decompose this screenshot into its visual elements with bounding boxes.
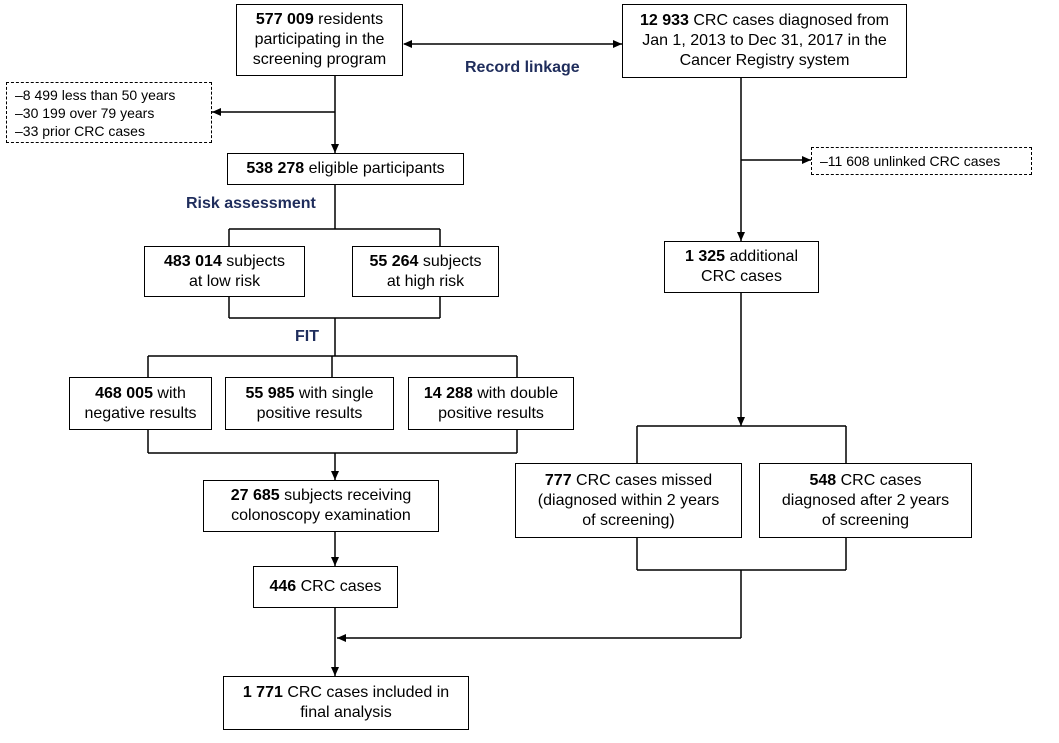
registry-line3: Cancer Registry system xyxy=(679,52,850,69)
risk-assessment-label: Risk assessment xyxy=(186,195,316,212)
additional-count: 1 325 xyxy=(685,248,726,265)
additional-box: 1 325 additional CRC cases xyxy=(664,241,819,293)
residents-text: residents xyxy=(313,11,384,28)
single-positive-box: 55 985 with single positive results xyxy=(225,377,394,430)
double-positive-count: 14 288 xyxy=(423,384,473,402)
colonoscopy-line2: colonoscopy examination xyxy=(231,507,411,524)
final-analysis-box: 1 771 CRC cases included in final analys… xyxy=(223,676,469,730)
negative-count: 468 005 xyxy=(95,384,153,402)
low-risk-line2: at low risk xyxy=(188,272,261,290)
missed-box: 777 CRC cases missed (diagnosed within 2… xyxy=(515,463,742,538)
eligible-text: eligible participants xyxy=(304,160,445,177)
crc-446-text: CRC cases xyxy=(296,578,382,595)
additional-text: additional xyxy=(725,248,798,265)
double-positive-line2: positive results xyxy=(438,404,544,422)
after-2-years-text: CRC cases xyxy=(836,471,922,489)
negative-line2: negative results xyxy=(84,404,197,422)
record-linkage-label: Record linkage xyxy=(465,59,580,76)
crc-446-count: 446 xyxy=(269,578,297,595)
missed-line3: of screening) xyxy=(582,511,675,529)
eligible-box: 538 278 eligible participants xyxy=(227,153,464,185)
after-2-years-line2: diagnosed after 2 years xyxy=(781,491,950,509)
unlinked-box: –11 608 unlinked CRC cases xyxy=(811,147,1032,175)
high-risk-count: 55 264 xyxy=(369,252,419,270)
low-risk-text: subjects xyxy=(221,252,285,270)
single-positive-text: with single xyxy=(294,384,374,402)
registry-text: CRC cases diagnosed from xyxy=(688,12,890,29)
exclusion-age-over-79: –30 199 over 79 years xyxy=(15,104,155,121)
residents-box: 577 009 residents participating in the s… xyxy=(236,4,403,76)
negative-box: 468 005 with negative results xyxy=(69,377,212,430)
colonoscopy-count: 27 685 xyxy=(230,487,280,504)
high-risk-text: subjects xyxy=(418,252,482,270)
additional-line2: CRC cases xyxy=(701,268,782,285)
residents-line3: screening program xyxy=(252,51,387,68)
low-risk-count: 483 014 xyxy=(164,252,222,270)
single-positive-line2: positive results xyxy=(256,404,363,422)
final-text: CRC cases included in xyxy=(282,684,450,701)
registry-box: 12 933 CRC cases diagnosed from Jan 1, 2… xyxy=(622,4,907,78)
after-2-years-box: 548 CRC cases diagnosed after 2 years of… xyxy=(759,463,972,538)
residents-line2: participating in the xyxy=(254,31,385,48)
exclusion-age-under-50: –8 499 less than 50 years xyxy=(15,86,176,103)
exclusions-box: –8 499 less than 50 years –30 199 over 7… xyxy=(6,82,212,143)
after-2-years-line3: of screening xyxy=(821,511,910,529)
residents-count: 577 009 xyxy=(255,11,314,28)
final-line2: final analysis xyxy=(300,704,392,721)
colonoscopy-box: 27 685 subjects receiving colonoscopy ex… xyxy=(203,480,439,532)
colonoscopy-text: subjects receiving xyxy=(279,487,412,504)
single-positive-count: 55 985 xyxy=(245,384,295,402)
double-positive-box: 14 288 with double positive results xyxy=(408,377,574,430)
high-risk-line2: at high risk xyxy=(386,272,465,290)
missed-line2: (diagnosed within 2 years xyxy=(537,491,720,509)
after-2-years-count: 548 xyxy=(809,471,837,489)
double-positive-text: with double xyxy=(472,384,559,402)
negative-text: with xyxy=(152,384,186,402)
fit-label: FIT xyxy=(295,328,319,345)
final-count: 1 771 xyxy=(242,684,283,701)
missed-text: CRC cases missed xyxy=(571,471,713,489)
low-risk-box: 483 014 subjects at low risk xyxy=(144,246,305,297)
exclusion-prior-crc: –33 prior CRC cases xyxy=(15,122,145,139)
crc-446-box: 446 CRC cases xyxy=(253,566,398,608)
registry-count: 12 933 xyxy=(639,12,689,29)
eligible-count: 538 278 xyxy=(246,160,305,177)
high-risk-box: 55 264 subjects at high risk xyxy=(352,246,499,297)
registry-line2: Jan 1, 2013 to Dec 31, 2017 in the xyxy=(642,32,887,49)
unlinked-text: –11 608 unlinked CRC cases xyxy=(820,153,1001,169)
missed-count: 777 xyxy=(544,471,572,489)
